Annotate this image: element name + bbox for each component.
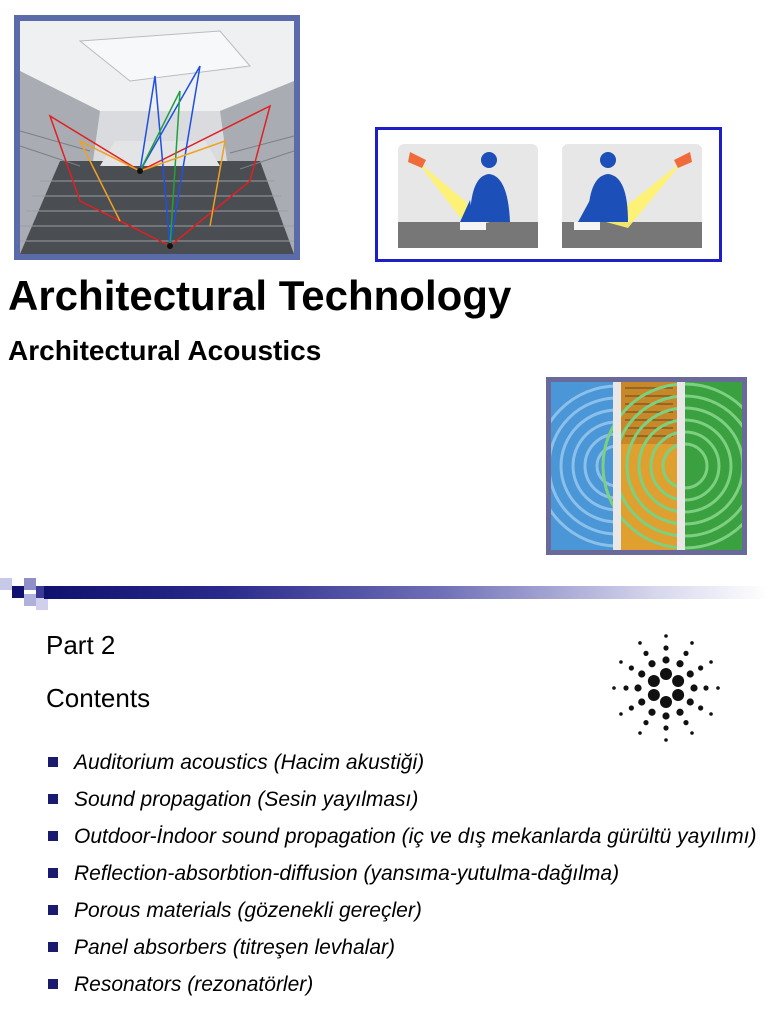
starburst-dot: [709, 660, 713, 664]
contents-list-item: Reflection-absorbtion-diffusion (yansıma…: [48, 859, 758, 888]
contents-list-item-text: Reflection-absorbtion-diffusion (yansıma…: [74, 862, 620, 885]
starburst-dot: [676, 660, 684, 668]
starburst-dot: [683, 720, 689, 726]
contents-list-item-text: Panel absorbers (titreşen levhalar): [74, 936, 395, 959]
divider-square: [0, 578, 12, 590]
starburst-dot: [623, 685, 629, 691]
contents-list-item: Sound propagation (Sesin yayılması): [48, 785, 758, 814]
square-bullet-icon: [48, 831, 58, 841]
slide-title: Architectural Technology: [8, 272, 512, 319]
starburst-dot: [638, 731, 642, 735]
starburst-dot: [643, 720, 649, 726]
starburst-dot: [662, 712, 670, 720]
starburst-dot: [647, 689, 660, 701]
contents-list-item-text: Porous materials (gözenekli gereçler): [74, 899, 422, 922]
square-bullet-icon: [48, 979, 58, 989]
contents-list-item: Porous materials (gözenekli gereçler): [48, 896, 758, 925]
square-bullet-icon: [48, 905, 58, 915]
starburst-dot: [686, 670, 694, 678]
starburst-logo-icon: [596, 626, 736, 750]
starburst-dot: [698, 665, 704, 671]
square-bullet-icon: [48, 868, 58, 878]
starburst-dot: [672, 689, 685, 701]
starburst-dot: [698, 705, 704, 711]
starburst-dot: [634, 684, 642, 692]
divider-square: [24, 594, 36, 606]
starburst-dot: [628, 665, 634, 671]
starburst-dot: [664, 738, 668, 742]
part-label: Part 2: [46, 630, 116, 660]
starburst-dot: [612, 686, 616, 690]
starburst-dot: [690, 684, 698, 692]
contents-list-item-text: Resonators (rezonatörler): [74, 973, 314, 996]
desk-lighting-illustration: [378, 130, 719, 259]
auditorium-ray-diagram-image: [14, 15, 300, 260]
divider-square: [12, 586, 24, 598]
starburst-dot: [648, 708, 656, 716]
starburst-dot: [660, 668, 672, 680]
desk-lighting-diagram-image: [375, 127, 722, 262]
starburst-dot: [647, 675, 660, 687]
starburst-dot: [628, 705, 634, 711]
starburst-dot: [690, 641, 694, 645]
starburst-dot: [690, 731, 694, 735]
starburst-dot: [660, 696, 672, 708]
contents-list-item-text: Sound propagation (Sesin yayılması): [74, 788, 419, 811]
slide-subtitle: Architectural Acoustics: [8, 335, 322, 366]
starburst-dot: [663, 645, 669, 651]
contents-list-item-text: Auditorium acoustics (Hacim akustiği): [74, 751, 425, 774]
auditorium-illustration: [20, 21, 294, 254]
divider-square: [36, 598, 48, 610]
starburst-dot: [663, 725, 669, 731]
square-bullet-icon: [48, 794, 58, 804]
starburst-dot: [676, 708, 684, 716]
starburst-dot: [686, 698, 694, 706]
contents-list-item: Panel absorbers (titreşen levhalar): [48, 933, 758, 962]
starburst-dot: [662, 656, 670, 664]
starburst-dot: [638, 670, 646, 678]
starburst-dot: [703, 685, 709, 691]
contents-list-item: Auditorium acoustics (Hacim akustiği): [48, 748, 758, 777]
square-bullet-icon: [48, 757, 58, 767]
starburst-logo-graphic: [612, 634, 720, 742]
starburst-dot: [638, 698, 646, 706]
starburst-dot: [638, 641, 642, 645]
starburst-dot: [683, 650, 689, 656]
divider-gradient-bar: [44, 586, 768, 599]
contents-list-item-text: Outdoor-İndoor sound propagation (iç ve …: [74, 825, 757, 848]
acoustic-panel-section-image: [546, 377, 747, 555]
starburst-dot: [716, 686, 720, 690]
acoustic-panel-illustration: [551, 382, 742, 550]
starburst-dot: [664, 634, 668, 638]
starburst-dot: [619, 712, 623, 716]
starburst-dot: [648, 660, 656, 668]
slide-divider: [0, 578, 768, 610]
starburst-dot: [709, 712, 713, 716]
starburst-dot: [672, 675, 685, 687]
contents-list-item: Outdoor-İndoor sound propagation (iç ve …: [48, 822, 758, 851]
contents-heading: Contents: [46, 683, 151, 713]
starburst-dot: [619, 660, 623, 664]
contents-list: Auditorium acoustics (Hacim akustiği) Sou…: [48, 748, 758, 1007]
contents-list-item: Resonators (rezonatörler): [48, 970, 758, 999]
starburst-dot: [643, 650, 649, 656]
divider-square: [24, 578, 36, 590]
square-bullet-icon: [48, 942, 58, 952]
